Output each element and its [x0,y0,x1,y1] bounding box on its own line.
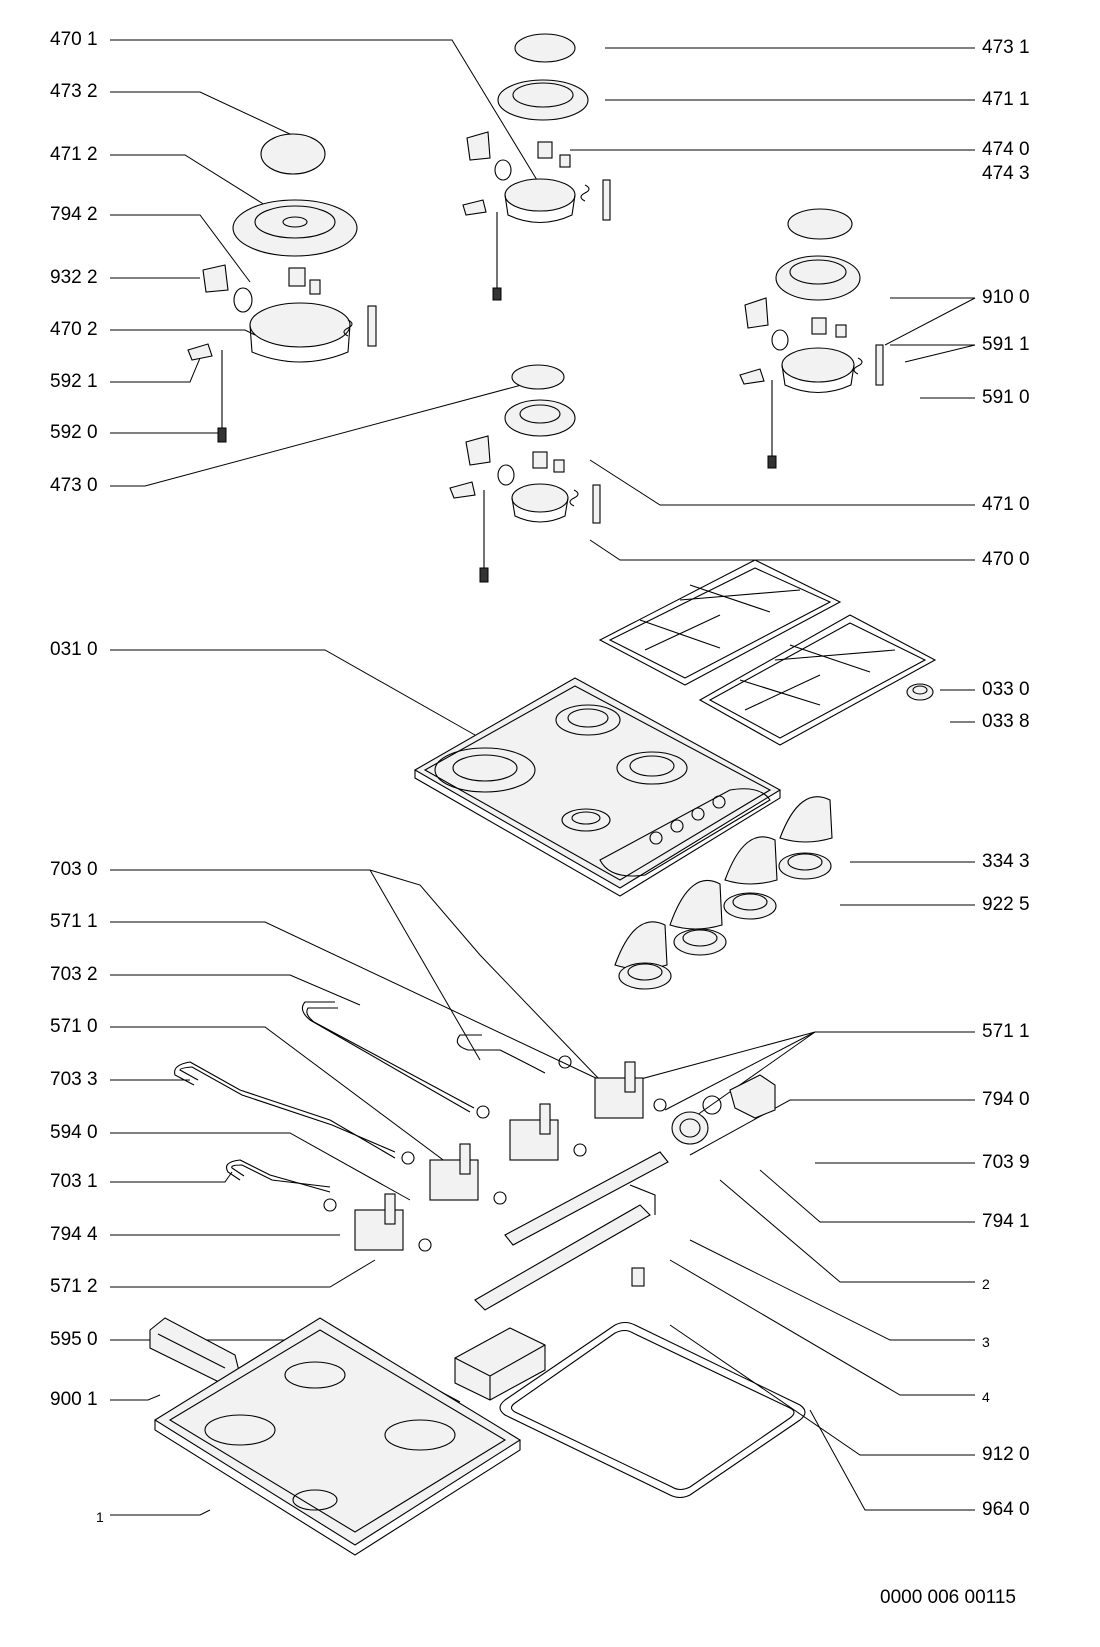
label-471-2: 471 2 [50,144,98,165]
control-knobs [614,796,833,990]
label-474-3: 474 3 [982,163,1030,184]
label-910-0: 910 0 [982,287,1030,308]
burner-assembly-top-center [462,33,611,301]
label-595-0: 595 0 [50,1329,98,1350]
label-932-2: 932 2 [50,267,98,288]
bracket [149,1317,241,1386]
leader-lines [110,39,976,1516]
label-571-0: 571 0 [50,1016,98,1037]
label-470-1: 470 1 [50,29,98,50]
pan-supports [598,559,937,746]
label-470-2: 470 2 [50,319,98,340]
label-571-2: 571 2 [50,1276,98,1297]
label-591-1: 591 1 [982,334,1030,355]
ignition-unit [454,1327,546,1401]
label-900-1: 900 1 [50,1389,98,1410]
label-964-0: 964 0 [982,1499,1030,1520]
label-474-0: 474 0 [982,139,1030,160]
gas-pipes [174,1001,546,1193]
label-703-9: 703 9 [982,1152,1030,1173]
label-2: 2 [982,1276,990,1292]
label-473-1: 473 1 [982,37,1030,58]
seal-gasket [499,1321,806,1499]
label-571-1-left: 571 1 [50,911,98,932]
label-033-0: 033 0 [982,679,1030,700]
document-code: 0000 006 00115 [880,1587,1016,1608]
label-470-0: 470 0 [982,549,1030,570]
label-473-2: 473 2 [50,81,98,102]
gas-taps [323,1055,667,1252]
label-703-3: 703 3 [50,1069,98,1090]
label-912-0: 912 0 [982,1444,1030,1465]
label-703-0: 703 0 [50,859,98,880]
label-594-0: 594 0 [50,1122,98,1143]
label-592-0: 592 0 [50,422,98,443]
hob-top-plate [413,677,782,897]
label-1: 1 [96,1509,104,1525]
manifold-and-fittings [474,1074,776,1311]
label-591-0: 591 0 [982,387,1030,408]
label-334-3: 334 3 [982,851,1030,872]
base-tray [153,1317,522,1556]
label-794-4: 794 4 [50,1224,98,1245]
label-033-8: 033 8 [982,711,1030,732]
burner-assembly-right [739,208,884,469]
label-4: 4 [982,1389,990,1405]
label-3: 3 [982,1334,990,1350]
label-031-0: 031 0 [50,639,98,660]
label-592-1: 592 1 [50,371,98,392]
burner-assembly-top-left [187,133,377,443]
label-794-1: 794 1 [982,1211,1030,1232]
label-922-5: 922 5 [982,894,1030,915]
label-794-2: 794 2 [50,204,98,225]
label-471-0: 471 0 [982,494,1030,515]
label-473-0: 473 0 [50,475,98,496]
label-703-2: 703 2 [50,964,98,985]
label-471-1: 471 1 [982,89,1030,110]
label-703-1: 703 1 [50,1171,98,1192]
label-571-1-right: 571 1 [982,1021,1030,1042]
burner-assembly-center [449,364,601,583]
label-794-0: 794 0 [982,1089,1030,1110]
